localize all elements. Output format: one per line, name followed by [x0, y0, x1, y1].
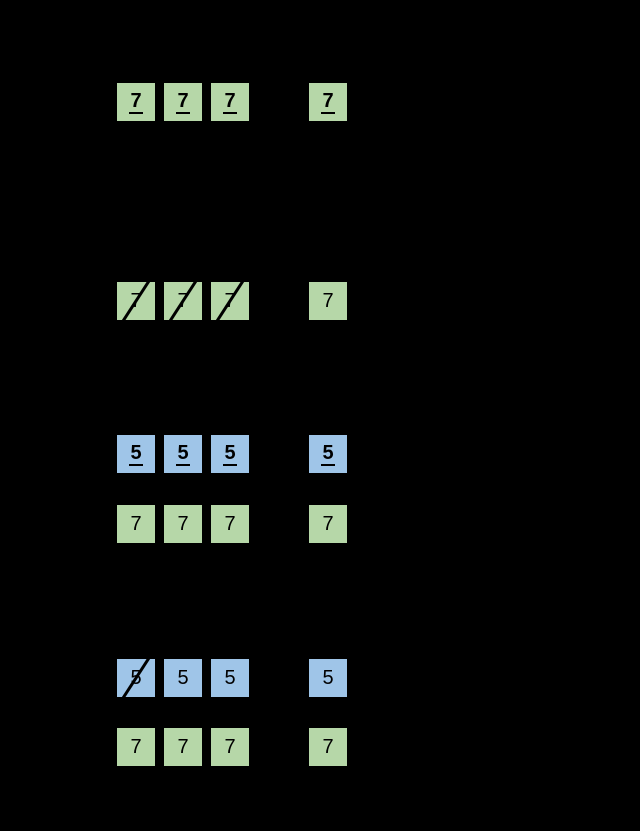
cell-value: 5	[321, 441, 335, 466]
strikethrough-line	[213, 276, 247, 326]
cache-cell: 7	[164, 505, 202, 543]
cache-cell: 7	[117, 83, 155, 121]
cell-value: 7	[129, 89, 143, 114]
memory-cell: 7	[309, 83, 347, 121]
memory-cell: 5	[309, 435, 347, 473]
cache-cell: 7	[164, 728, 202, 766]
cell-value: 7	[321, 89, 335, 114]
cell-value: 7	[130, 513, 142, 535]
cell-value: 7	[176, 89, 190, 114]
cell-value: 7	[224, 736, 236, 758]
strikethrough-line	[166, 276, 200, 326]
cell-value: 7	[224, 513, 236, 535]
memory-cell: 7	[309, 282, 347, 320]
cache-cell: 5	[164, 435, 202, 473]
cell-value: 5	[224, 667, 236, 689]
cell-value: 5	[223, 441, 237, 466]
memory-cell: 7	[309, 505, 347, 543]
cell-value: 7	[322, 736, 334, 758]
cell-value: 7	[177, 736, 189, 758]
cell-value: 5	[177, 667, 189, 689]
cell-value: 5	[129, 441, 143, 466]
strikethrough-line	[119, 276, 153, 326]
cell-value: 7	[322, 513, 334, 535]
cache-cell: 7	[164, 83, 202, 121]
strikethrough-line	[119, 653, 153, 703]
cache-cell: 5	[211, 659, 249, 697]
cell-value: 7	[177, 513, 189, 535]
memory-cell: 7	[309, 728, 347, 766]
cache-cell: 5	[117, 653, 155, 703]
memory-cell: 5	[309, 659, 347, 697]
cell-value: 7	[223, 89, 237, 114]
cell-value: 7	[130, 736, 142, 758]
cache-cell: 5	[164, 659, 202, 697]
cache-cell: 5	[117, 435, 155, 473]
cache-cell: 7	[117, 728, 155, 766]
cache-cell: 7	[211, 505, 249, 543]
cache-cell: 7	[211, 728, 249, 766]
cell-value: 5	[176, 441, 190, 466]
cache-cell: 7	[211, 83, 249, 121]
cell-value: 5	[322, 667, 334, 689]
cache-cell: 7	[117, 505, 155, 543]
cache-cell: 7	[164, 276, 202, 326]
cache-cell: 7	[211, 276, 249, 326]
cell-value: 7	[322, 290, 334, 312]
cache-cell: 7	[117, 276, 155, 326]
cache-cell: 5	[211, 435, 249, 473]
